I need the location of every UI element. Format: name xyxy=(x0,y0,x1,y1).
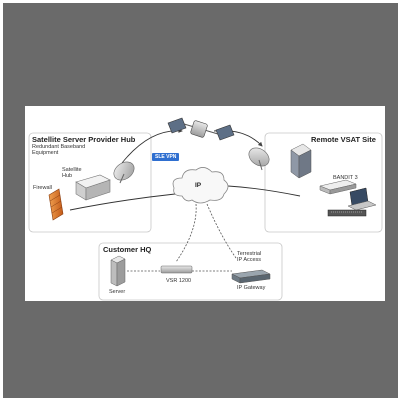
vsr-device-icon xyxy=(160,265,193,274)
ip-gateway-label: IP Gateway xyxy=(237,285,266,291)
ip-to-remote-link xyxy=(227,185,301,197)
bandit-device-icon xyxy=(319,179,357,195)
ip-cloud-label: IP xyxy=(195,182,202,189)
customer-title: Customer HQ xyxy=(103,245,152,254)
hub-region-box xyxy=(28,132,152,233)
hub-dish-icon xyxy=(113,161,135,184)
terrestrial-label-line2: IP Access xyxy=(237,257,262,263)
satellite-hub-label-line1: Satellite xyxy=(62,167,82,173)
satellite-hub-equipment-icon xyxy=(75,174,111,201)
server-label: Server xyxy=(109,289,126,295)
laptop-icon xyxy=(347,187,377,211)
customer-region-box xyxy=(98,242,283,301)
remote-region-box xyxy=(264,132,383,233)
remote-tower-icon xyxy=(290,143,312,179)
hub-subtitle-line1: Redundant Baseband xyxy=(32,144,86,150)
remote-switch-icon xyxy=(327,209,367,217)
satellite-hub-label-line2: Hub xyxy=(62,173,73,179)
bandit-label: BANDIT 3 xyxy=(333,175,358,181)
hub-subtitle-line2: Equipment xyxy=(32,150,59,156)
vsr-label: VSR 1200 xyxy=(166,278,192,284)
server-icon xyxy=(110,255,126,287)
diagram-panel xyxy=(25,106,385,301)
hub-title: Satellite Server Provider Hub xyxy=(32,135,136,144)
ip-cloud-icon xyxy=(172,167,229,204)
ip-gateway-icon xyxy=(231,269,271,284)
vpn-badge: SLE VPN xyxy=(152,153,180,161)
ip-to-customer-dashed-link xyxy=(175,203,197,263)
firewall-icon xyxy=(48,188,64,221)
terrestrial-label-line1: Terrestrial xyxy=(237,251,262,257)
satellite-icon xyxy=(167,117,235,141)
firewall-to-ip-link xyxy=(69,193,176,211)
ip-to-gateway-dashed-link xyxy=(206,203,237,259)
firewall-label: Firewall xyxy=(33,185,52,191)
remote-dish-icon xyxy=(248,147,270,171)
remote-title: Remote VSAT Site xyxy=(311,135,376,144)
